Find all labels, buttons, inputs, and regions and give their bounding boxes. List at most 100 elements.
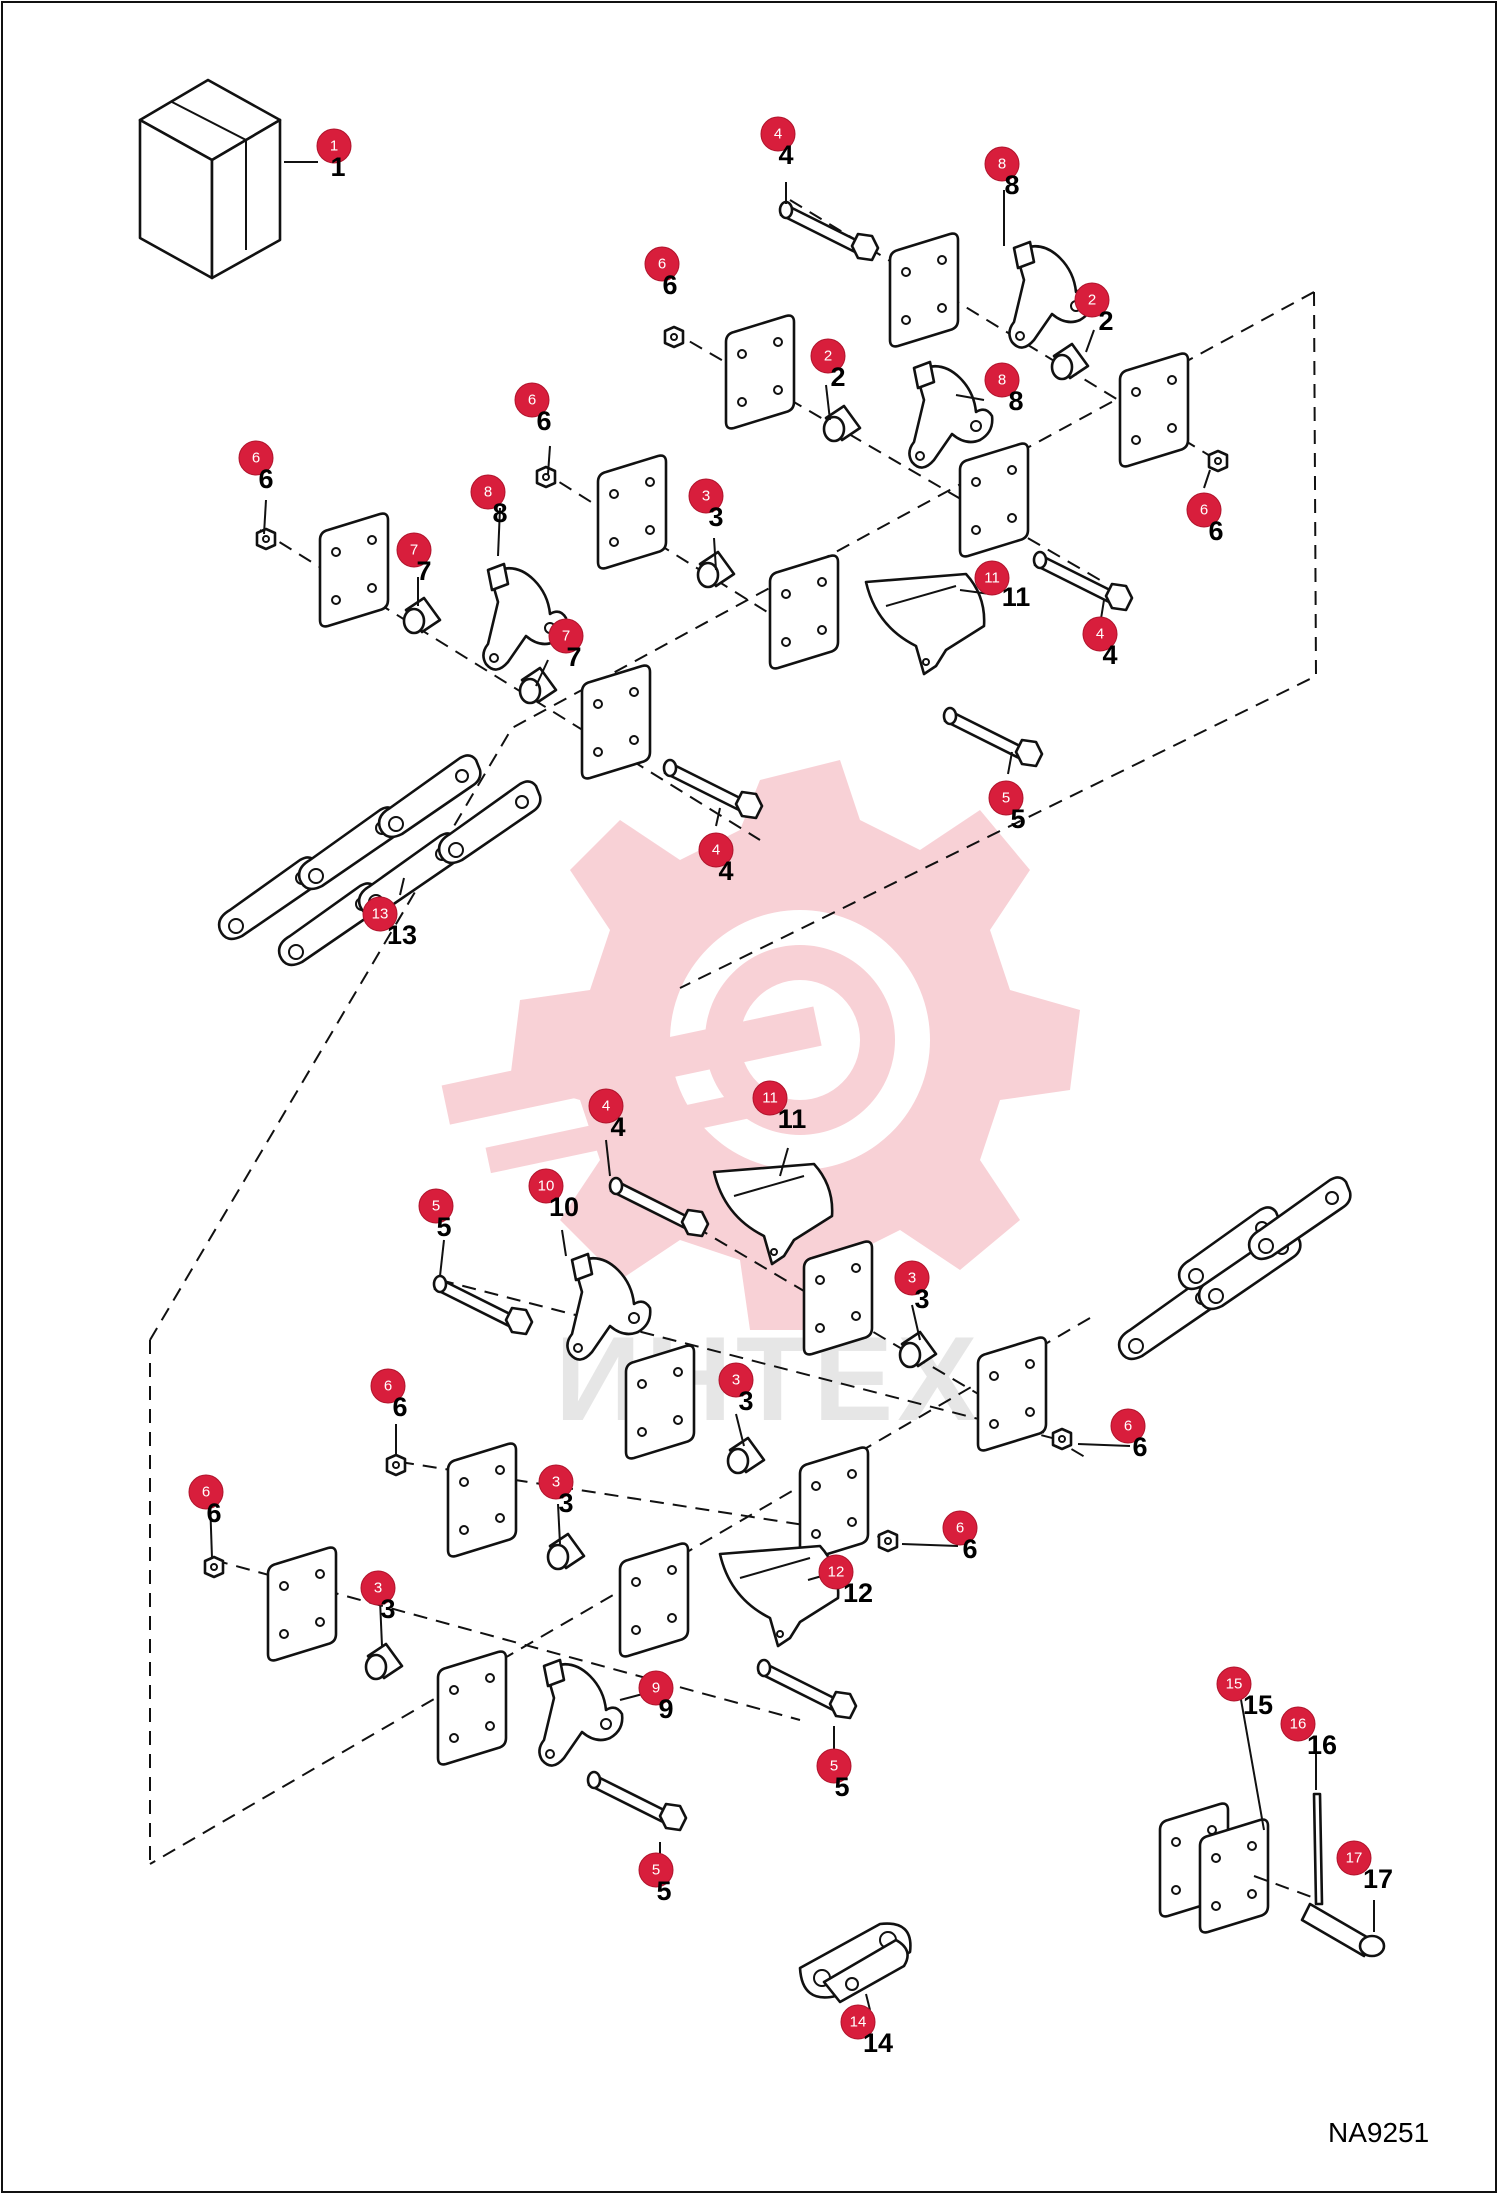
callout-3[interactable]: 33 xyxy=(894,1260,930,1314)
callout-4[interactable]: 44 xyxy=(698,832,734,886)
svg-text:6: 6 xyxy=(384,1378,392,1395)
svg-text:2: 2 xyxy=(1098,306,1113,336)
svg-text:9: 9 xyxy=(658,1694,673,1724)
callout-5[interactable]: 55 xyxy=(418,1188,454,1242)
svg-text:6: 6 xyxy=(206,1498,221,1528)
svg-text:4: 4 xyxy=(1096,626,1104,643)
callout-8[interactable]: 88 xyxy=(984,146,1020,200)
svg-text:5: 5 xyxy=(834,1772,849,1802)
svg-text:11: 11 xyxy=(1002,582,1031,612)
svg-text:6: 6 xyxy=(956,1520,964,1537)
offset-link-14 xyxy=(798,1922,912,2004)
callout-5[interactable]: 55 xyxy=(638,1852,674,1906)
svg-text:6: 6 xyxy=(1200,502,1208,519)
callout-2[interactable]: 22 xyxy=(1074,282,1114,336)
svg-text:2: 2 xyxy=(824,348,832,365)
callout-6[interactable]: 66 xyxy=(942,1510,978,1564)
svg-text:3: 3 xyxy=(914,1284,929,1314)
callout-2[interactable]: 22 xyxy=(810,338,846,392)
callout-8[interactable]: 88 xyxy=(984,362,1024,416)
svg-text:4: 4 xyxy=(712,842,720,859)
svg-text:10: 10 xyxy=(549,1192,579,1222)
svg-text:6: 6 xyxy=(536,406,551,436)
drawing-code: NA9251 xyxy=(1328,2117,1429,2148)
leader-lines xyxy=(209,182,1375,2011)
svg-text:8: 8 xyxy=(1008,386,1023,416)
svg-text:16: 16 xyxy=(1290,1716,1307,1733)
svg-text:6: 6 xyxy=(1132,1432,1147,1462)
svg-text:15: 15 xyxy=(1226,1676,1243,1693)
svg-text:3: 3 xyxy=(380,1594,395,1624)
svg-text:8: 8 xyxy=(484,484,492,501)
svg-text:6: 6 xyxy=(662,270,677,300)
callout-5[interactable]: 55 xyxy=(988,780,1026,834)
callout-4[interactable]: 44 xyxy=(760,116,796,170)
callout-1[interactable]: 11 xyxy=(316,128,352,182)
callout-3[interactable]: 33 xyxy=(360,1570,396,1624)
svg-text:8: 8 xyxy=(998,372,1006,389)
svg-text:6: 6 xyxy=(1208,516,1223,546)
svg-text:7: 7 xyxy=(562,628,570,645)
svg-text:7: 7 xyxy=(566,642,581,672)
callout-7[interactable]: 77 xyxy=(548,618,584,672)
callout-6[interactable]: 66 xyxy=(1110,1408,1148,1462)
svg-text:3: 3 xyxy=(732,1372,740,1389)
callout-5[interactable]: 55 xyxy=(816,1748,852,1802)
svg-text:5: 5 xyxy=(656,1876,671,1906)
svg-text:2: 2 xyxy=(830,362,845,392)
upper-assembly xyxy=(217,199,1229,967)
callout-4[interactable]: 44 xyxy=(588,1088,626,1142)
svg-text:14: 14 xyxy=(850,2014,867,2031)
callout-3[interactable]: 33 xyxy=(688,478,724,532)
svg-text:5: 5 xyxy=(436,1212,451,1242)
callout-6[interactable]: 66 xyxy=(644,246,680,300)
svg-text:4: 4 xyxy=(718,856,733,886)
callout-9[interactable]: 99 xyxy=(638,1670,674,1724)
callout-6[interactable]: 66 xyxy=(514,382,552,436)
svg-text:7: 7 xyxy=(410,542,418,559)
svg-text:4: 4 xyxy=(1102,640,1117,670)
svg-text:6: 6 xyxy=(392,1392,407,1422)
svg-text:13: 13 xyxy=(387,920,417,950)
svg-text:5: 5 xyxy=(652,1862,660,1879)
callout-3[interactable]: 33 xyxy=(538,1464,574,1518)
svg-text:6: 6 xyxy=(962,1534,977,1564)
svg-text:5: 5 xyxy=(1002,790,1010,807)
svg-text:6: 6 xyxy=(658,256,666,273)
pin-17 xyxy=(1300,1902,1386,1958)
svg-text:6: 6 xyxy=(1124,1418,1132,1435)
svg-text:14: 14 xyxy=(863,2028,893,2058)
callout-7[interactable]: 77 xyxy=(396,532,432,586)
svg-text:3: 3 xyxy=(558,1488,573,1518)
svg-text:11: 11 xyxy=(778,1104,807,1134)
callout-6[interactable]: 66 xyxy=(1186,492,1224,546)
svg-text:3: 3 xyxy=(374,1580,382,1597)
callout-3[interactable]: 33 xyxy=(718,1362,754,1416)
svg-text:4: 4 xyxy=(610,1112,625,1142)
svg-text:5: 5 xyxy=(830,1758,838,1775)
callout-6[interactable]: 66 xyxy=(188,1474,224,1528)
callout-6[interactable]: 66 xyxy=(238,440,274,494)
svg-text:4: 4 xyxy=(774,126,782,143)
svg-text:15: 15 xyxy=(1243,1690,1273,1720)
svg-text:8: 8 xyxy=(492,498,507,528)
callout-markers: 11 44 88 66 22 22 88 66 66 66 88 33 77 1… xyxy=(188,116,1393,2058)
svg-text:8: 8 xyxy=(998,156,1006,173)
svg-text:3: 3 xyxy=(708,502,723,532)
svg-text:1: 1 xyxy=(330,152,345,182)
callout-6[interactable]: 66 xyxy=(370,1368,408,1422)
svg-text:5: 5 xyxy=(432,1198,440,1215)
svg-text:3: 3 xyxy=(738,1386,753,1416)
callout-4[interactable]: 44 xyxy=(1082,616,1118,670)
callout-8[interactable]: 88 xyxy=(470,474,508,528)
